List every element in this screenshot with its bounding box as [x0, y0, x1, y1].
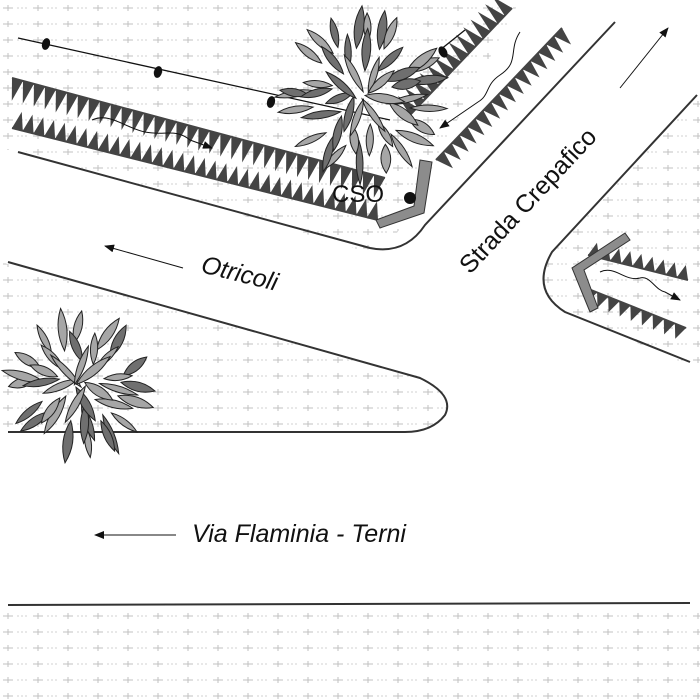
otricoli-label: Otricoli [199, 251, 283, 297]
field-middle-left [0, 262, 450, 432]
power-line-pole-icon [41, 38, 51, 50]
tree-icon [273, 4, 450, 187]
flow-arrows [91, 31, 681, 301]
direction-arrow-icon [619, 27, 669, 89]
cso-structure: CSO [332, 159, 433, 229]
cso-dot-icon [404, 192, 416, 204]
direction-arrow-icon [104, 244, 184, 269]
curb-otricoli-south [7, 261, 449, 433]
cso-wall [375, 159, 433, 229]
flow-arrow-icon [91, 117, 213, 149]
curb-otricoli-north [17, 21, 616, 251]
road-edges [7, 21, 698, 606]
curb-crepafico-east [542, 94, 698, 363]
ditch-otricoli [11, 77, 386, 221]
cso-label: CSO [332, 181, 384, 208]
flow-arrow-icon [599, 269, 681, 301]
via-flaminia-label: Via Flaminia - Terni [192, 520, 407, 548]
tree-icon [0, 307, 157, 465]
right-wall [571, 232, 631, 313]
flow-arrow-icon [439, 31, 521, 129]
field-bottom [0, 606, 700, 700]
curb-via-flaminia-south [7, 602, 691, 606]
power-line-pole-icon [266, 96, 276, 108]
power-line [17, 29, 466, 121]
direction-arrows [94, 27, 669, 539]
field-top-left [0, 0, 520, 250]
field-right [543, 95, 700, 370]
power-line-pole-icon [153, 66, 163, 78]
power-line-pole-icon [438, 46, 448, 58]
